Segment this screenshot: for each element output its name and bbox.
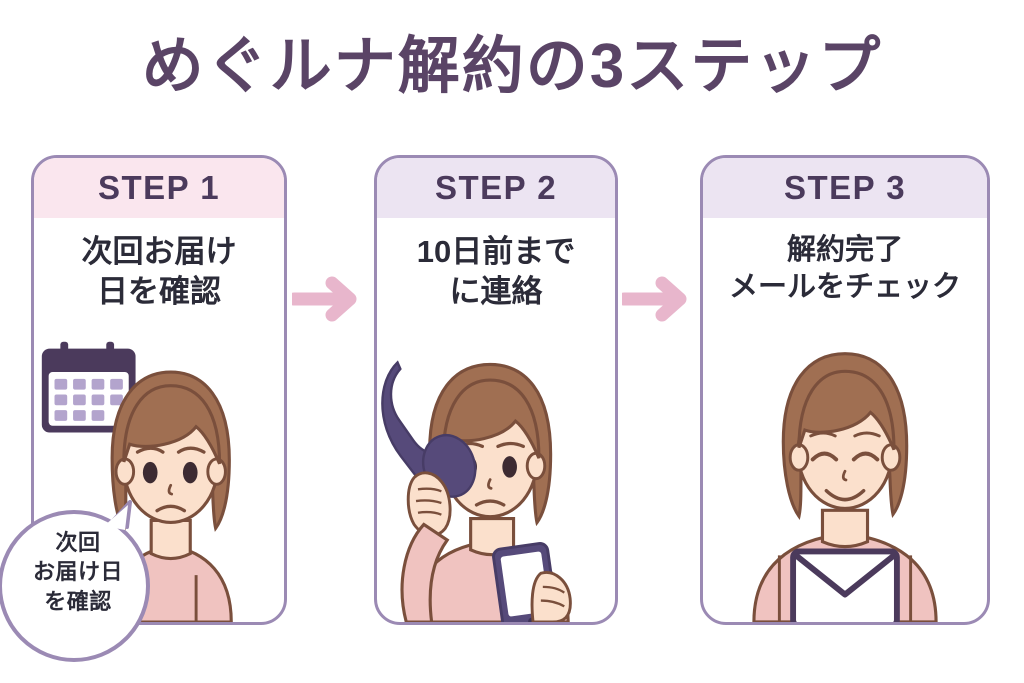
step-card-2: STEP 2 10日前まで に連絡 [374, 155, 618, 625]
woman-figure [108, 370, 233, 622]
page-title: めぐルナ解約の3ステップ [141, 32, 883, 101]
arrow-step1-to-step2 [287, 274, 364, 324]
step-2-body: 10日前まで に連絡 [416, 234, 576, 309]
woman-on-phone-graphic [381, 360, 572, 622]
step-1-label: STEP 1 [34, 158, 284, 218]
right-arrow-icon [287, 276, 357, 322]
step-card-3: STEP 3 解約完了 メールをチェック [700, 155, 990, 625]
step-2-label: STEP 2 [377, 158, 615, 218]
speech-bubble: 次回 お届け日 を確認 [0, 500, 160, 664]
step-3-illustration [703, 322, 987, 622]
step-1-illustration [34, 322, 284, 622]
step-2-illustration [377, 322, 615, 622]
arrow-step2-to-step3 [617, 274, 694, 324]
calendar-icon [41, 341, 136, 433]
speech-bubble-shape [0, 500, 150, 662]
smiling-woman-graphic [752, 352, 938, 622]
right-hand [530, 571, 572, 622]
worried-woman-with-calendar-graphic [41, 341, 233, 622]
step-3-body: 解約完了 メールをチェック [728, 234, 961, 304]
left-hand [400, 471, 452, 622]
envelope-icon [790, 548, 900, 622]
speech-bubble-text: 次回 お届け日 を確認 [32, 530, 123, 614]
step-1-body: 次回お届け 日を確認 [81, 234, 237, 309]
step-3-label: STEP 3 [703, 158, 987, 218]
right-arrow-icon [617, 276, 687, 322]
